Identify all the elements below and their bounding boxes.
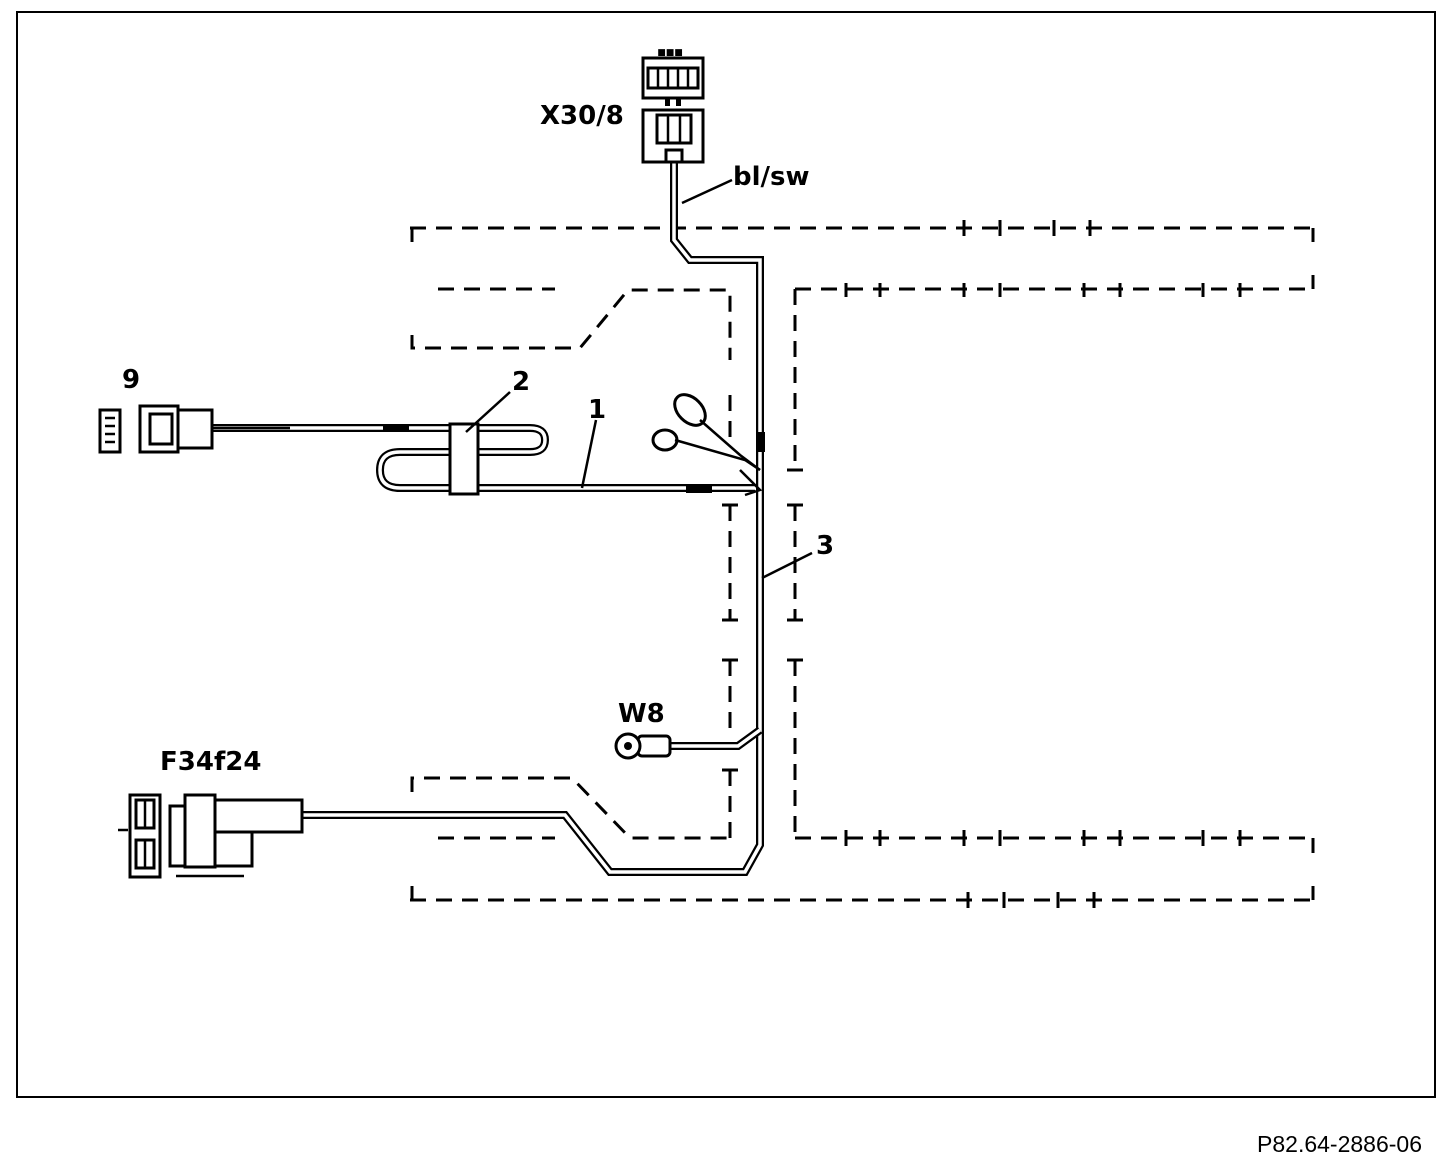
- diagram-frame: [16, 11, 1436, 1098]
- w8-ground-branch: [614, 726, 763, 760]
- vehicle-outline: [410, 220, 1315, 908]
- label-3: 3: [816, 531, 834, 561]
- label-9: 9: [122, 365, 140, 395]
- ground-terminals: [651, 393, 765, 497]
- label-w8: W8: [618, 699, 665, 729]
- connector-f34f24: [118, 793, 304, 879]
- label-1: 1: [588, 395, 606, 425]
- main-harness-cable: [302, 160, 764, 876]
- label-x30-8: X30/8: [540, 101, 624, 131]
- leader-lines: [465, 178, 813, 580]
- label-f34f24: F34f24: [160, 747, 261, 777]
- label-bl-sw: bl/sw: [733, 162, 810, 192]
- figure-reference: P82.64-2886-06: [1257, 1131, 1422, 1157]
- connector-x30-8: ■■■: [641, 48, 705, 164]
- connector-9: [98, 404, 214, 454]
- svg-text:■■■: ■■■: [657, 48, 683, 58]
- cable-clip: [448, 422, 480, 496]
- label-2: 2: [512, 367, 530, 397]
